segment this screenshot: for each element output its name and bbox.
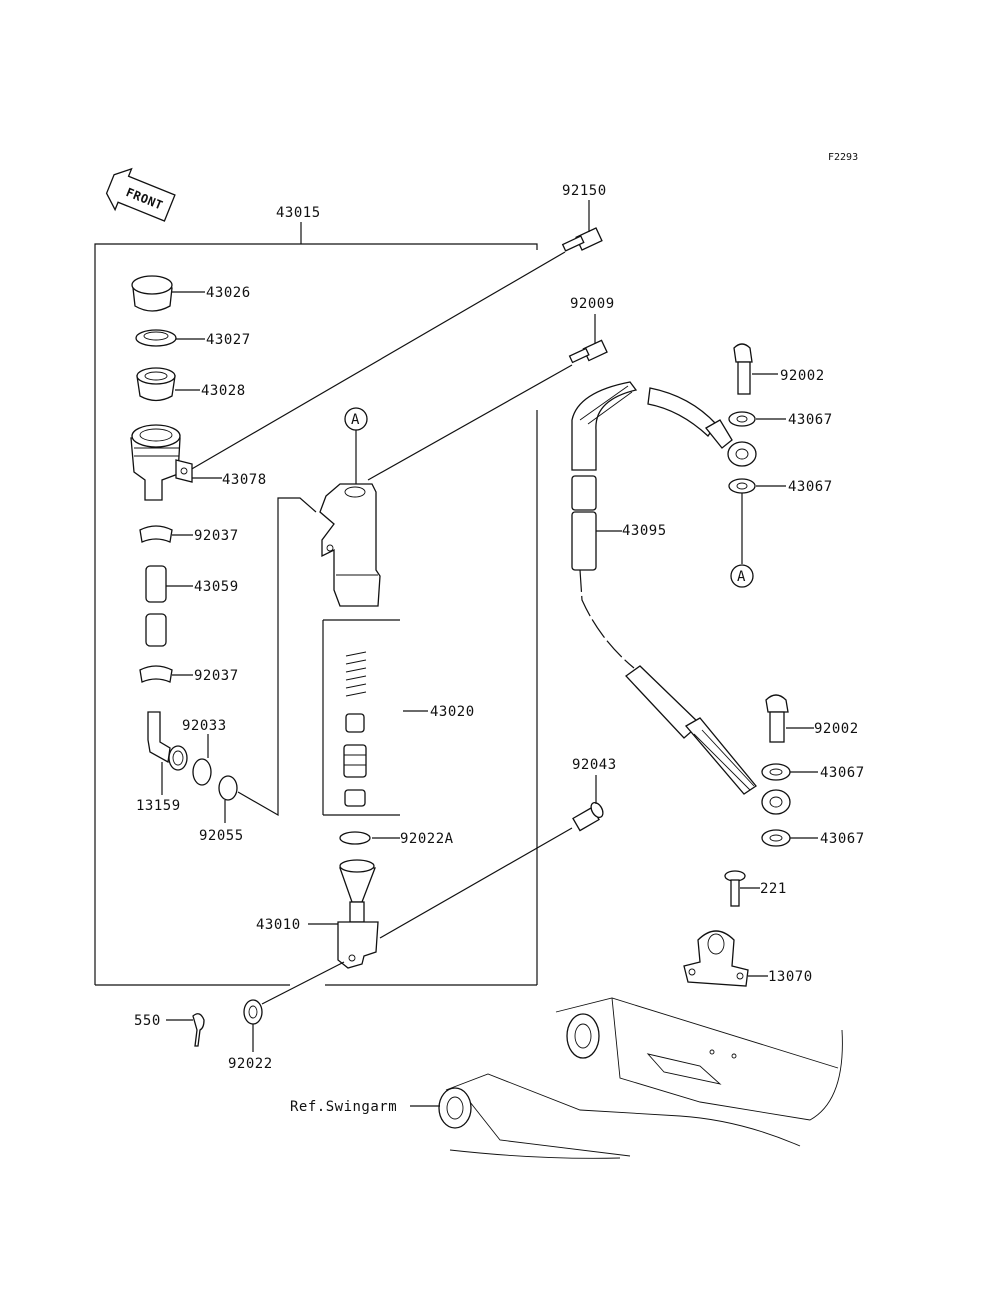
- circlip-92022A: [339, 831, 371, 845]
- bolt-92150: [561, 227, 603, 252]
- label-13159: 13159: [136, 798, 181, 814]
- label-550: 550: [134, 1013, 161, 1029]
- label-92033: 92033: [182, 718, 227, 734]
- label-92055: 92055: [199, 828, 244, 844]
- bolt-92009: [568, 339, 608, 364]
- label-43010: 43010: [256, 917, 301, 933]
- label-92009: 92009: [570, 296, 615, 312]
- label-43026: 43026: [206, 285, 251, 301]
- cotter-pin: [192, 1013, 205, 1047]
- diaphragm: [136, 367, 176, 402]
- screw-221: [724, 870, 746, 907]
- label-92037-lower: 92037: [194, 668, 239, 684]
- diagram-code: F2293: [828, 152, 858, 163]
- clevis-pin: [572, 801, 604, 832]
- label-92037-upper: 92037: [194, 528, 239, 544]
- oring-92055: [218, 775, 238, 801]
- label-221: 221: [760, 881, 787, 897]
- callout-a-hose: [730, 564, 754, 588]
- banjo-bolt-lower: [765, 694, 789, 743]
- brake-hose: [571, 381, 757, 795]
- swingarm-reference: [438, 997, 843, 1159]
- washer-92022: [243, 999, 263, 1025]
- label-92022: 92022: [228, 1056, 273, 1072]
- label-43067-4: 43067: [820, 831, 865, 847]
- reservoir-body: [130, 424, 193, 501]
- label-43028: 43028: [201, 383, 246, 399]
- label-92022A: 92022A: [400, 831, 454, 847]
- reservoir-cap: [131, 275, 173, 312]
- label-92043: 92043: [572, 757, 617, 773]
- push-rod: [337, 859, 379, 969]
- label-92002-lower: 92002: [814, 721, 859, 737]
- label-43067-2: 43067: [788, 479, 833, 495]
- label-13070: 13070: [768, 969, 813, 985]
- label-92150: 92150: [562, 183, 607, 199]
- hose-clamp-lower: [139, 665, 173, 683]
- callout-a-cylinder-text: A: [351, 412, 360, 428]
- diaphragm-plate: [135, 329, 177, 347]
- label-43020: 43020: [430, 704, 475, 720]
- label-43015: 43015: [276, 205, 321, 221]
- washer-43067-4: [761, 829, 791, 847]
- circlip-92033: [192, 758, 212, 786]
- label-92002-upper: 92002: [780, 368, 825, 384]
- piston-kit: [322, 619, 400, 816]
- label-43059: 43059: [194, 579, 239, 595]
- elbow-fitting: [147, 711, 188, 771]
- label-43078: 43078: [222, 472, 267, 488]
- hose-clamp-upper: [139, 525, 173, 543]
- washer-43067-1: [728, 411, 756, 427]
- hose-guide: [683, 930, 749, 987]
- label-43067-3: 43067: [820, 765, 865, 781]
- assembly-bracket: [94, 222, 538, 986]
- banjo-fitting-upper: [705, 419, 757, 467]
- label-43095: 43095: [622, 523, 667, 539]
- washer-43067-3: [761, 763, 791, 781]
- label-43067-1: 43067: [788, 412, 833, 428]
- label-ref-swingarm: Ref.Swingarm: [290, 1099, 397, 1115]
- master-cylinder-body: [319, 483, 381, 607]
- callout-a-hose-text: A: [737, 569, 746, 585]
- banjo-fitting-lower: [761, 789, 791, 815]
- reservoir-hose: [145, 565, 167, 647]
- label-43027: 43027: [206, 332, 251, 348]
- banjo-bolt-upper: [733, 343, 753, 395]
- washer-43067-2: [728, 478, 756, 494]
- front-arrow-icon: FRONT: [105, 167, 176, 222]
